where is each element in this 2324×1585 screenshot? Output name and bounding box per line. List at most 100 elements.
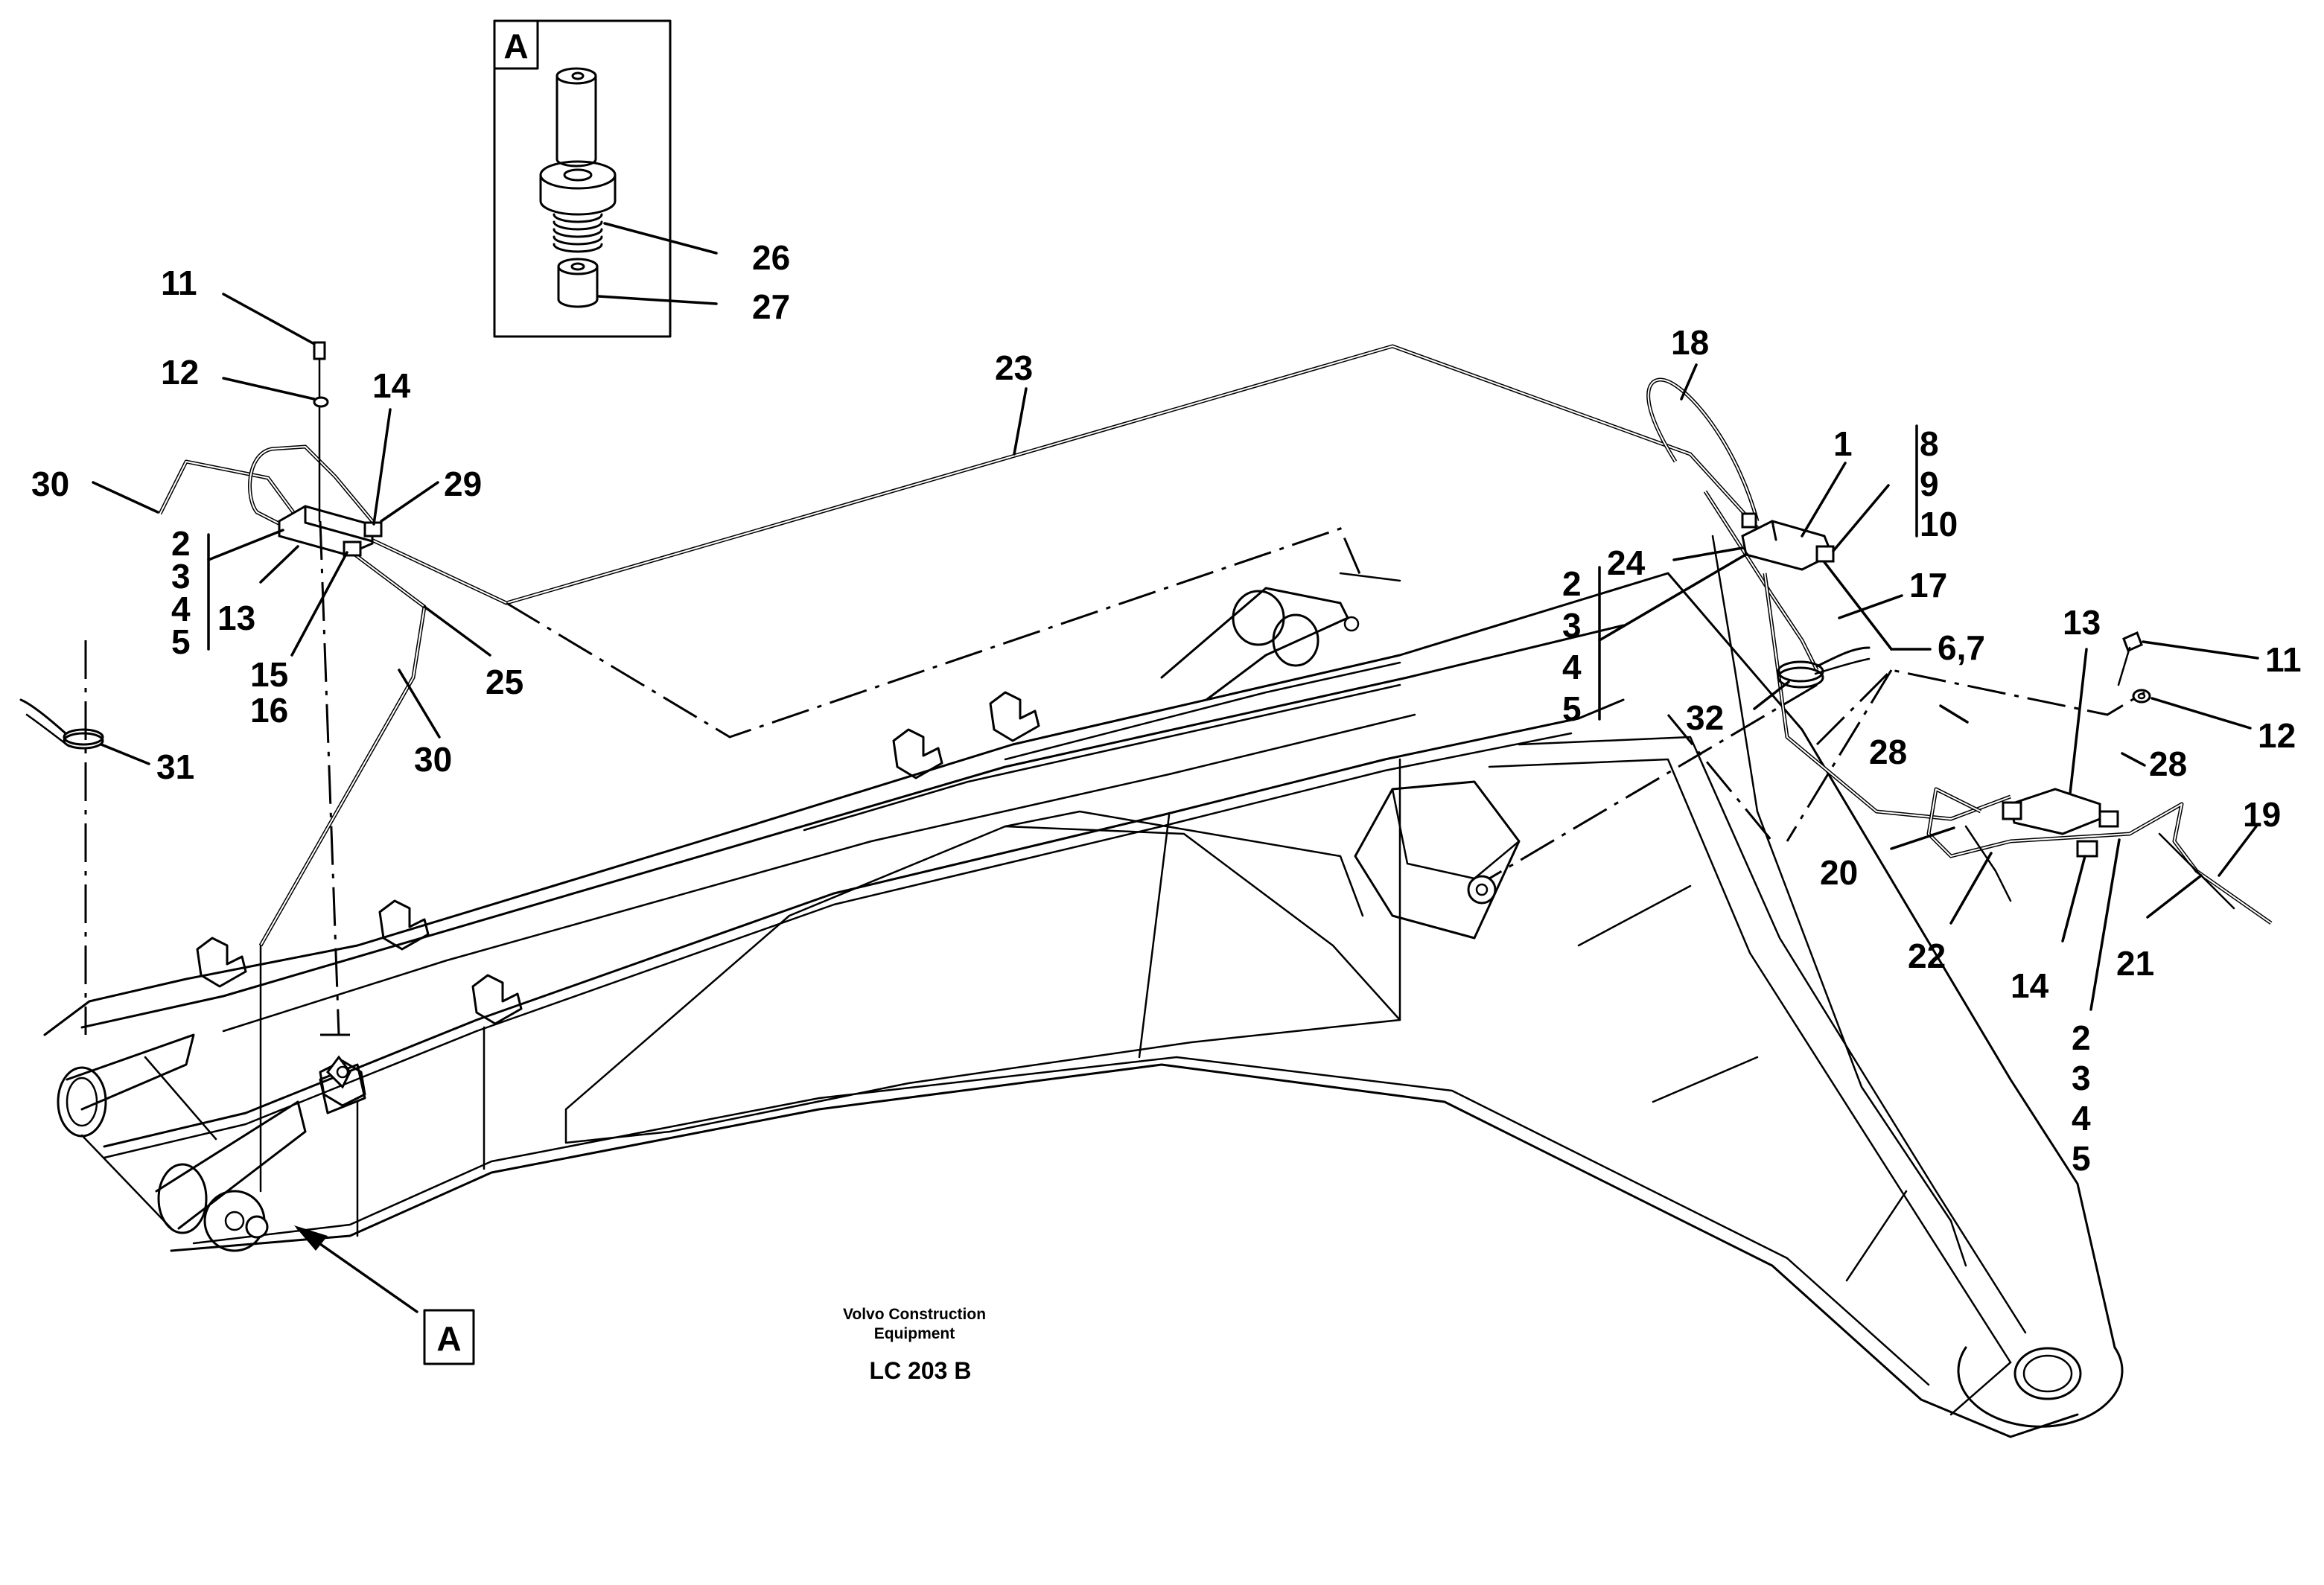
- callout-3: 3: [171, 557, 191, 596]
- callout-13-right: 13: [2063, 603, 2101, 642]
- leader-25: [423, 605, 491, 657]
- foot-boss-middle: [157, 1163, 208, 1234]
- leader-19: [2218, 825, 2258, 877]
- leader-28a: [1939, 704, 1969, 724]
- grease-nipple-part: [555, 67, 597, 168]
- callout-14-right: 14: [2011, 966, 2049, 1005]
- leader-30b: [398, 669, 441, 739]
- leader-24: [1672, 546, 1744, 561]
- callout-6-7: 6,7: [1938, 628, 1985, 667]
- company-name-line1: Volvo Construction: [843, 1306, 986, 1323]
- leader-2c: [2089, 838, 2121, 1011]
- callout-12-right: 12: [2258, 716, 2296, 755]
- leader-29: [380, 481, 439, 523]
- callout-3-mid: 3: [1562, 606, 1582, 645]
- leader-67b: [1823, 561, 1893, 651]
- callout-10: 10: [1920, 505, 1958, 543]
- leader-15: [290, 551, 348, 657]
- callout-17: 17: [1909, 566, 1947, 605]
- leader-12b: [2151, 697, 2252, 730]
- callout-4-right: 4: [2072, 1099, 2091, 1138]
- callout-20: 20: [1820, 853, 1858, 892]
- callout-4: 4: [171, 590, 191, 628]
- distributor-block-lower-right: [2002, 788, 2119, 858]
- bolt-washer-left: [313, 341, 329, 523]
- detail-frame: [493, 19, 672, 338]
- fittings: [19, 341, 2151, 1089]
- tip-pin-bore: [2013, 1347, 2082, 1400]
- hose-clip-2: [989, 691, 1040, 742]
- leader-18: [1680, 363, 1698, 401]
- callout-18: 18: [1671, 323, 1709, 362]
- leader-lines: [92, 293, 2259, 1313]
- hose-band-31: [19, 698, 104, 750]
- view-marker-boom: A: [423, 1309, 475, 1365]
- callout-27: 27: [752, 287, 790, 326]
- callout-16: 16: [250, 691, 288, 730]
- callout-11-right: 11: [2265, 640, 2302, 679]
- leader-11a: [222, 293, 316, 345]
- hose-clip-1: [892, 728, 943, 779]
- sleeve-part-27: [557, 258, 599, 308]
- drawing-code: LC 203 B: [870, 1357, 972, 1384]
- hose-clips: [196, 691, 1040, 1107]
- leader-17: [1838, 594, 1903, 619]
- callout-26: 26: [752, 238, 790, 277]
- company-name-line2: Equipment: [874, 1325, 955, 1342]
- callout-4-mid: 4: [1562, 648, 1582, 686]
- lubrication-lines: [158, 344, 2273, 1267]
- leader-31: [100, 743, 150, 765]
- callout-31: 31: [156, 747, 194, 786]
- center-lines: [84, 520, 2145, 1036]
- callout-29: 29: [444, 465, 482, 503]
- fitting-14b: [2076, 840, 2098, 858]
- arrow-head-a: [294, 1225, 328, 1251]
- callout-3-right: 3: [2072, 1059, 2091, 1097]
- callout-28-right: 28: [2149, 744, 2187, 783]
- leader-28b: [2121, 752, 2146, 767]
- arm-cylinder-mount: [1354, 780, 1521, 940]
- hose-clip-3: [378, 899, 430, 951]
- leader-27: [597, 295, 718, 305]
- callout-5-mid: 5: [1562, 689, 1582, 728]
- leader-13a: [259, 545, 299, 584]
- callout-8: 8: [1920, 424, 1939, 463]
- valve-block-right: [1741, 512, 1835, 571]
- leader-12a: [222, 377, 316, 401]
- callout-30-lower: 30: [414, 740, 452, 779]
- callout-23: 23: [995, 348, 1033, 387]
- leader-8: [1832, 484, 1890, 552]
- title-block: Volvo Construction Equipment LC 203 B: [843, 1306, 986, 1384]
- callout-numbers: 26 27 11 12 14 29 30 2 3 4 5 13 15 16 25…: [31, 238, 2302, 1178]
- callout-14: 14: [372, 366, 411, 405]
- callout-9: 9: [1920, 465, 1939, 503]
- cylinder-bracket: [1160, 572, 1401, 701]
- callout-19: 19: [2243, 795, 2281, 834]
- leader-32: [1753, 680, 1790, 710]
- leader-21: [2146, 874, 2203, 919]
- callout-5: 5: [171, 622, 191, 661]
- fitting-8: [1815, 545, 1835, 563]
- callout-2-right: 2: [2072, 1018, 2091, 1057]
- hose-band-32: [1777, 646, 1871, 689]
- callout-28-left: 28: [1869, 733, 1907, 771]
- detail-label: A: [503, 27, 528, 66]
- fitting-1: [1741, 512, 1757, 529]
- detail-view-a: A: [493, 19, 718, 338]
- callout-2: 2: [171, 524, 191, 563]
- leader-2a: [207, 529, 284, 561]
- boom-structure: [43, 572, 2124, 1438]
- callout-30: 30: [31, 465, 69, 503]
- hose-clip-4: [196, 937, 247, 988]
- callout-12: 12: [161, 353, 199, 392]
- view-marker-box: [423, 1309, 475, 1365]
- leader-26: [603, 222, 718, 255]
- callout-15: 15: [250, 655, 288, 694]
- callout-24: 24: [1607, 543, 1646, 582]
- callout-2-mid: 2: [1562, 564, 1582, 603]
- leader-22: [1949, 852, 1993, 925]
- leader-14b: [2061, 855, 2086, 943]
- leader-30a: [92, 481, 159, 514]
